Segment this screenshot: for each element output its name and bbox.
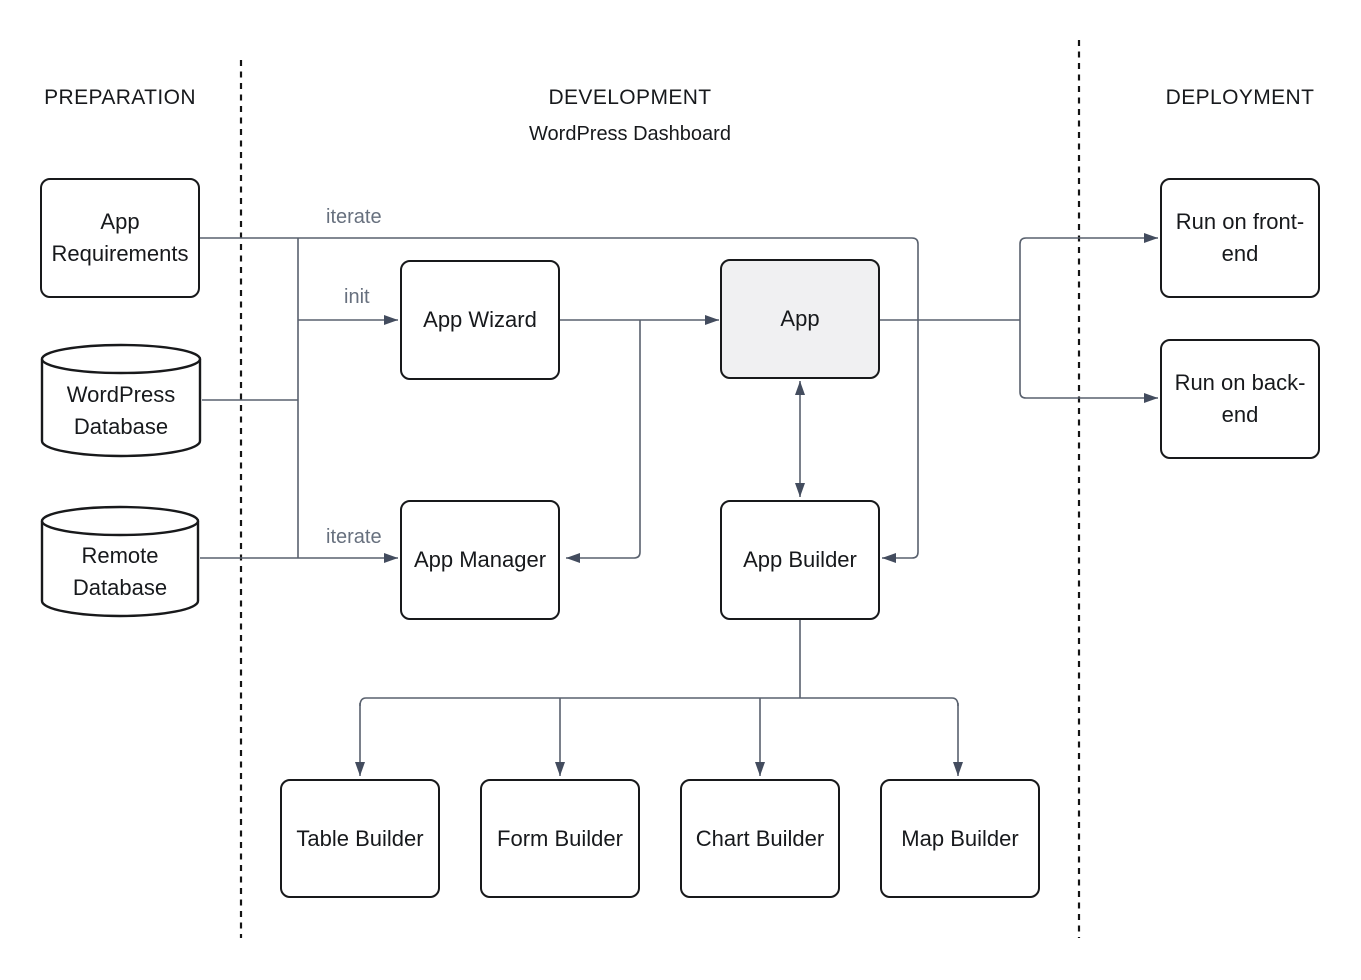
section-title-preparation: PREPARATION [44, 86, 196, 109]
node-table-builder: Table Builder [280, 779, 440, 898]
node-app-builder: App Builder [720, 500, 880, 620]
node-run-on-front-end: Run on front-end [1160, 178, 1320, 298]
node-app-manager: App Manager [400, 500, 560, 620]
section-title-deployment: DEPLOYMENT [1165, 86, 1315, 109]
database-cylinder-icon [40, 505, 200, 618]
node-app-requirements: App Requirements [40, 178, 200, 298]
edge-fork-to-run-frontend [1019, 233, 1158, 320]
node-chart-builder: Chart Builder [680, 779, 840, 898]
node-form-builder: Form Builder [480, 779, 640, 898]
node-run-on-back-end: Run on back-end [1160, 339, 1320, 459]
node-remote-database-label: Remote Database [72, 542, 168, 600]
node-remote-database: Remote Database [40, 505, 200, 618]
node-wordpress-database-label: WordPress Database [66, 381, 176, 439]
node-map-builder: Map Builder [880, 779, 1040, 898]
section-title-development: DEVELOPMENT [548, 86, 712, 109]
edge-label-iterate-bottom: iterate [324, 526, 384, 549]
edge-fork-to-run-backend [1019, 320, 1158, 403]
node-app-wizard: App Wizard [400, 260, 560, 380]
edge-builder-branch-horizontal [359, 697, 959, 707]
node-app: App [720, 259, 880, 379]
edge-app-wizard-to-app-manager [566, 320, 641, 563]
database-cylinder-icon [40, 343, 202, 458]
edge-label-init: init [342, 286, 372, 309]
node-wordpress-database: WordPress Database [40, 343, 202, 458]
section-subtitle-wordpress-dashboard: WordPress Dashboard [529, 123, 731, 145]
edge-app-requirements-to-app-builder [200, 237, 919, 563]
edge-label-iterate-top: iterate [324, 206, 384, 229]
